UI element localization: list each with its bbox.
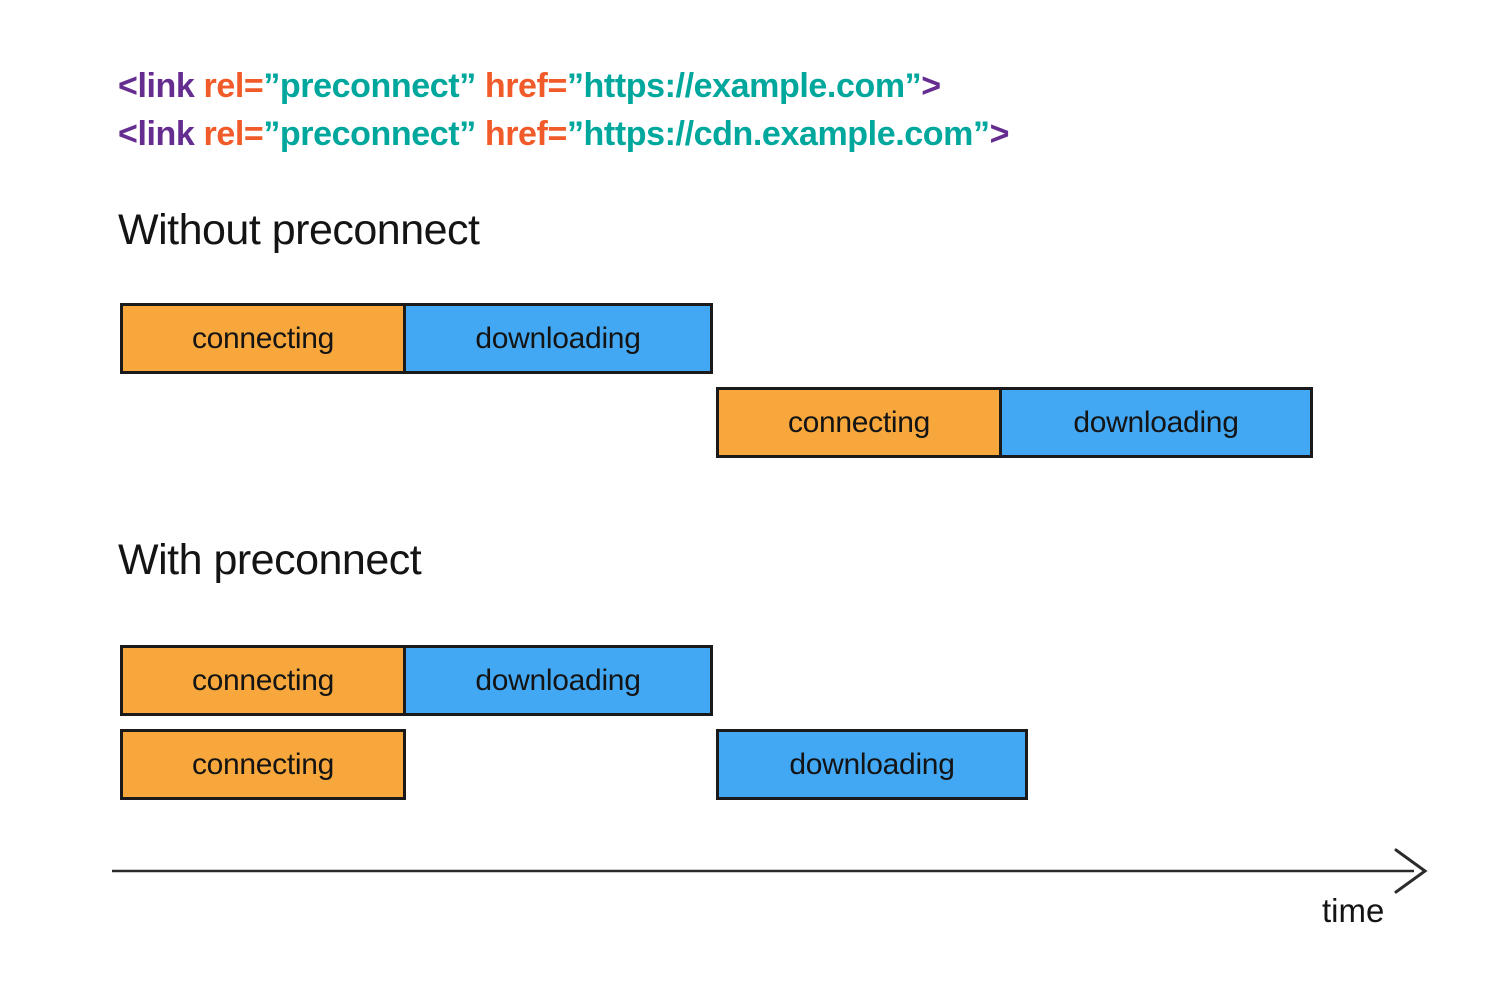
code-token-teal: ”preconnect”	[263, 115, 485, 153]
code-line: <link rel=”preconnect” href=”https://cdn…	[118, 110, 1009, 158]
timeline-bar-connecting: connecting	[716, 387, 1002, 458]
code-token-orange: href=	[484, 115, 567, 153]
code-line: <link rel=”preconnect” href=”https://exa…	[118, 62, 1009, 110]
code-token-orange: rel=	[203, 67, 264, 105]
section-title-with-preconnect: With preconnect	[118, 536, 422, 584]
timeline-bar-downloading: downloading	[999, 387, 1313, 458]
code-block: <link rel=”preconnect” href=”https://exa…	[118, 62, 1009, 158]
time-axis	[112, 848, 1428, 894]
timeline-bar-downloading: downloading	[403, 645, 713, 716]
section-title-without-preconnect: Without preconnect	[118, 206, 480, 254]
time-axis-label: time	[1322, 892, 1385, 929]
code-token-orange: href=	[484, 67, 567, 105]
code-token-teal: ”preconnect”	[263, 67, 485, 105]
code-token-purple: <link	[118, 67, 204, 105]
timeline-bar-connecting: connecting	[120, 729, 406, 800]
timeline-bar-downloading: downloading	[716, 729, 1028, 800]
timeline-bar-connecting: connecting	[120, 303, 406, 374]
code-token-purple: >	[921, 67, 941, 105]
timeline-bar-connecting: connecting	[120, 645, 406, 716]
time-axis-arrow-icon	[1394, 848, 1428, 894]
code-token-teal: ”https://example.com”	[566, 67, 922, 105]
code-token-purple: >	[989, 115, 1010, 153]
code-token-teal: ”https://cdn.example.com”	[566, 115, 990, 153]
code-token-orange: rel=	[203, 115, 264, 153]
timeline-bar-downloading: downloading	[403, 303, 713, 374]
code-token-purple: <link	[118, 115, 204, 153]
